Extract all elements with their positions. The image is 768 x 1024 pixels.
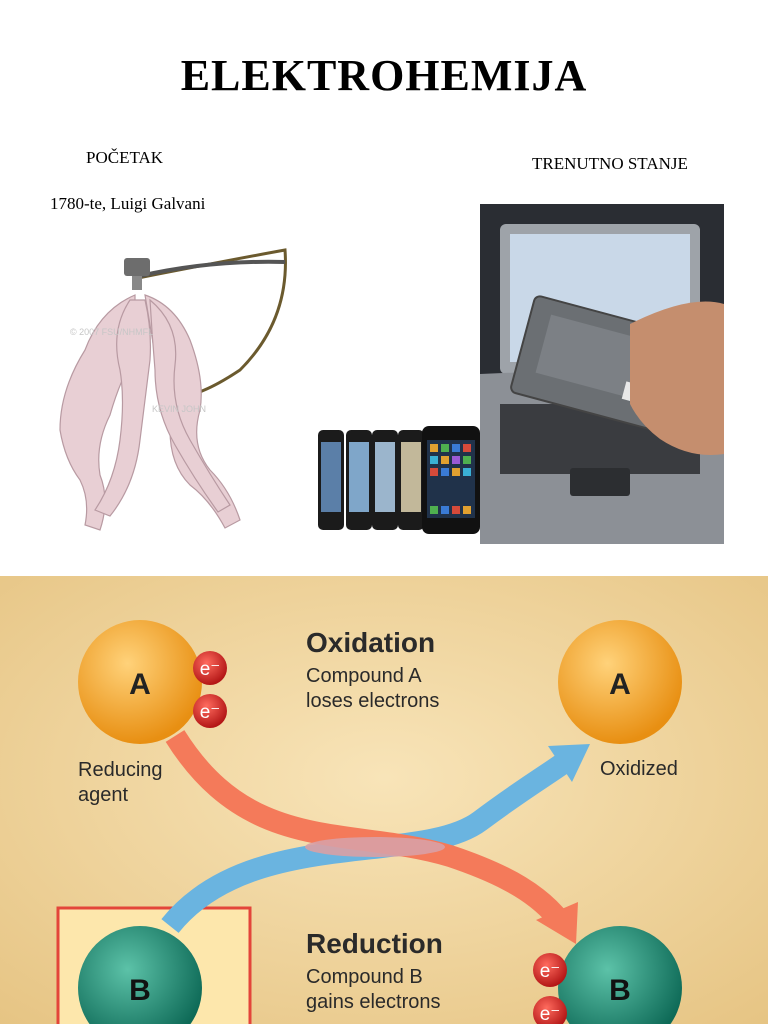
reduction-line-1: Compound B (306, 966, 423, 988)
page-title: ELEKTROHEMIJA (180, 51, 588, 100)
oxidized-label: Oxidized (600, 758, 678, 780)
oxidation-line-2: loses electrons (306, 690, 439, 712)
reducing-label-2: agent (78, 784, 128, 806)
frog-watermark-1: © 2007 FSU/NHMFL (70, 327, 153, 337)
left-heading: POČETAK (86, 148, 164, 167)
reduction-line-2: gains electrons (306, 991, 441, 1013)
electron-1-label: e⁻ (200, 659, 221, 680)
oxidation-title: Oxidation (306, 627, 435, 658)
right-heading: TRENUTNO STANJE (532, 154, 688, 173)
atom-b-right (558, 926, 682, 1024)
laptop-battery-photo (480, 204, 724, 544)
electron-3 (533, 953, 567, 987)
atom-a-left-label: A (129, 668, 151, 701)
electron-2 (193, 694, 227, 728)
blue-arrow (161, 754, 569, 934)
electron-4 (533, 996, 567, 1024)
smartphones-photo (316, 420, 482, 536)
electron-2-label: e⁻ (200, 702, 221, 723)
blue-arrowhead (548, 744, 590, 782)
galvani-caption: 1780-te, Luigi Galvani (50, 194, 206, 213)
electron-4-label: e⁻ (540, 1004, 561, 1024)
frog-watermark-2: KEVIN JOHN (152, 404, 206, 414)
arrow-overlap (305, 837, 445, 857)
redox-diagram: A e⁻ e⁻ A B B e⁻ e⁻ Oxidation Compound A… (0, 576, 768, 1024)
galvani-frog-legs-illustration: © 2007 FSU/NHMFL KEVIN JOHN (40, 240, 310, 540)
electron-3-label: e⁻ (540, 961, 561, 982)
atom-b-left (78, 926, 202, 1024)
atom-b-left-label: B (129, 974, 151, 1007)
reduction-title: Reduction (306, 928, 443, 959)
atom-b-right-label: B (609, 974, 631, 1007)
atom-a-right-label: A (609, 668, 631, 701)
atom-a-right (558, 620, 682, 744)
atom-a-left (78, 620, 202, 744)
oxidation-line-1: Compound A (306, 665, 422, 687)
reducing-label-1: Reducing (78, 759, 163, 781)
red-arrowhead (536, 902, 578, 944)
electron-1 (193, 651, 227, 685)
